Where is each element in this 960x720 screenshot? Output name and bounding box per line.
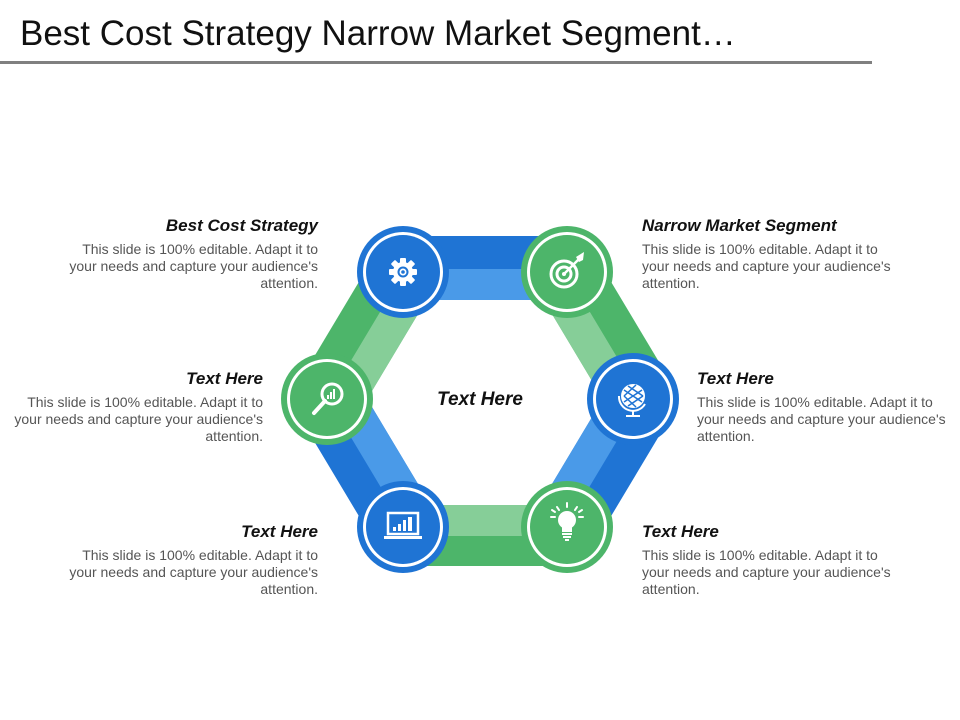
text-block-left: Text Here This slide is 100% editable. A… (13, 369, 263, 445)
text-block-right: Text Here This slide is 100% editable. A… (697, 369, 947, 445)
globe-icon (617, 384, 646, 417)
heading: Narrow Market Segment (642, 216, 837, 235)
heading: Text Here (642, 522, 719, 541)
heading: Text Here (186, 369, 263, 388)
gear-icon (389, 258, 417, 286)
heading: Best Cost Strategy (165, 216, 318, 235)
heading: Text Here (697, 369, 774, 388)
description: This slide is 100% editable. Adapt it to… (14, 394, 263, 444)
description: This slide is 100% editable. Adapt it to… (642, 547, 891, 597)
slide-title: Best Cost Strategy Narrow Market Segment… (20, 14, 736, 53)
description: This slide is 100% editable. Adapt it to… (642, 241, 891, 291)
node-left[interactable] (281, 353, 373, 445)
heading: Text Here (241, 522, 318, 541)
target-icon (549, 252, 584, 289)
node-top-left[interactable] (357, 226, 449, 318)
lightbulb-icon (550, 502, 584, 541)
node-right[interactable] (587, 353, 679, 445)
text-block-bottom-left: Text Here This slide is 100% editable. A… (58, 522, 318, 598)
laptop-chart-icon (384, 511, 422, 539)
text-block-top-right: Narrow Market Segment This slide is 100%… (642, 216, 892, 292)
node-bottom-left[interactable] (357, 481, 449, 573)
description: This slide is 100% editable. Adapt it to… (69, 547, 318, 597)
center-label: Text Here (437, 389, 523, 410)
search-chart-icon (312, 382, 344, 415)
text-block-top-left: Best Cost Strategy This slide is 100% ed… (68, 216, 318, 292)
description: This slide is 100% editable. Adapt it to… (697, 394, 946, 444)
node-bottom-right[interactable] (521, 481, 613, 573)
title-divider (0, 61, 872, 64)
node-top-right[interactable] (521, 226, 613, 318)
description: This slide is 100% editable. Adapt it to… (69, 241, 318, 291)
text-block-bottom-right: Text Here This slide is 100% editable. A… (642, 522, 902, 598)
